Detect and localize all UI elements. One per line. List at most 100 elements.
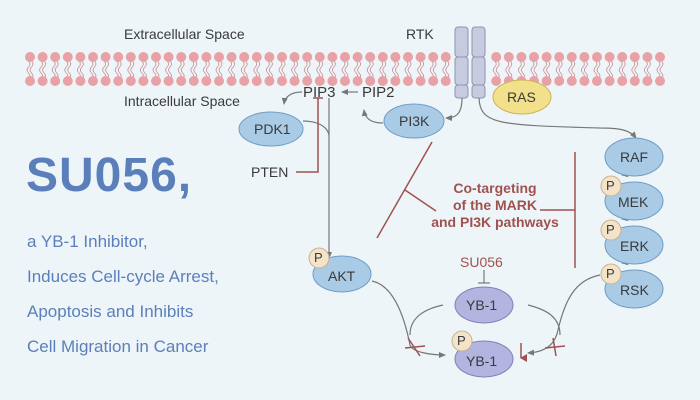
cotargeting-annotation: Co-targeting of the MARK and PI3K pathwa… <box>415 180 575 231</box>
lipid-head <box>428 76 439 86</box>
rsk-label: RSK <box>620 282 649 298</box>
rtk-label: RTK <box>406 26 434 42</box>
arrow-rsk-pyb1 <box>527 274 601 356</box>
pip2-label: PIP2 <box>362 84 395 101</box>
lipid-head <box>642 76 653 86</box>
raf-label: RAF <box>620 149 648 165</box>
lipid-head <box>100 76 111 86</box>
pten-inhibition <box>296 98 319 173</box>
lipid-head <box>365 76 376 86</box>
lipid-head <box>289 76 300 86</box>
lipid-head <box>302 52 313 62</box>
arrow-pi3k-pip2 <box>361 109 384 124</box>
lipid-head <box>390 76 401 86</box>
lipid-head <box>554 52 565 62</box>
lipid-head <box>50 52 61 62</box>
lipid-head <box>50 76 61 86</box>
lipid-head <box>176 52 187 62</box>
yb1-node <box>454 286 514 324</box>
lipid-head <box>491 52 502 62</box>
lipid-head <box>327 52 338 62</box>
lipid-head <box>440 52 451 62</box>
lipid-head <box>428 52 439 62</box>
lipid-head <box>655 52 665 62</box>
erk-label: ERK <box>620 238 649 254</box>
phospho-yb1-node <box>454 340 514 378</box>
lipid-head <box>516 52 527 62</box>
lipid-head <box>214 76 224 86</box>
phospho-mek-p: P <box>606 178 615 193</box>
lipid-head <box>415 76 426 86</box>
lipid-head <box>302 76 313 86</box>
phospho-yb1-p: P <box>457 333 466 348</box>
pi3k-node <box>383 103 445 139</box>
phospho-yb1-label: YB-1 <box>466 353 498 369</box>
intracellular-label: Intracellular Space <box>124 93 240 109</box>
lipid-head <box>25 76 35 86</box>
subtitle-line: Apoptosis and Inhibits <box>27 302 194 321</box>
lipid-head <box>226 52 237 62</box>
lipid-head <box>214 52 224 62</box>
lipid-head <box>390 52 401 62</box>
lipid-head <box>314 76 325 86</box>
lipid-head <box>125 52 136 62</box>
arrow-pip3-pdk1 <box>281 91 303 105</box>
lipid-head <box>579 52 590 62</box>
lipid-head <box>340 52 350 62</box>
arrow-rtk-raf <box>478 97 637 139</box>
su056-drug-label: SU056 <box>460 254 503 270</box>
phospho-erk-p: P <box>606 222 615 237</box>
arrow-rtk-pi3k <box>445 97 463 121</box>
phospho-yb1-badge <box>451 330 473 352</box>
su056-inhibition <box>478 270 490 284</box>
lipid-head <box>566 52 577 62</box>
lipid-head <box>88 52 98 62</box>
lipid-head <box>239 76 250 86</box>
lipid-head <box>566 76 577 86</box>
lipid-head <box>629 52 640 62</box>
arrow-akt-pyb1 <box>371 280 446 358</box>
lipid-head <box>75 52 86 62</box>
lipid-head <box>314 52 325 62</box>
yb1-label: YB-1 <box>466 297 498 313</box>
title-main: SU056, <box>26 149 193 202</box>
lipid-head <box>264 76 275 86</box>
ras-node <box>492 79 552 115</box>
lipid-head <box>592 76 602 86</box>
lipid-head <box>440 76 451 86</box>
lipid-head <box>226 76 237 86</box>
lipid-head <box>75 76 86 86</box>
phospho-erk-badge <box>600 219 622 241</box>
lipid-head <box>491 76 502 86</box>
lipid-head <box>188 52 199 62</box>
akt-node <box>312 255 372 293</box>
lipid-head <box>151 52 161 62</box>
lipid-head <box>377 52 388 62</box>
inhibition-lines <box>296 97 576 362</box>
lipid-head <box>327 76 338 86</box>
pi3k-label: PI3K <box>399 113 430 129</box>
lipid-head <box>251 76 262 86</box>
lipid-head <box>352 52 363 62</box>
lipid-head <box>125 76 136 86</box>
lipid-head <box>62 52 73 62</box>
lipid-head <box>403 76 413 86</box>
pip3-label: PIP3 <box>303 84 336 101</box>
lipid-head <box>163 76 174 86</box>
lipid-head <box>403 52 413 62</box>
lipid-head <box>201 76 212 86</box>
rtk-receptor <box>454 26 486 99</box>
lipid-head <box>604 52 615 62</box>
lipid-head <box>655 76 665 86</box>
cotargeting-line: of the MARK <box>453 197 537 213</box>
akt-label: AKT <box>328 268 356 284</box>
arrow-yb1-right <box>527 304 561 336</box>
lipid-head <box>554 76 565 86</box>
extracellular-label: Extracellular Space <box>124 26 245 42</box>
subtitle-line: a YB-1 Inhibitor, <box>27 232 148 251</box>
lipid-head <box>415 52 426 62</box>
lipid-head <box>264 52 275 62</box>
lipid-head <box>151 76 161 86</box>
nodes <box>238 79 664 378</box>
